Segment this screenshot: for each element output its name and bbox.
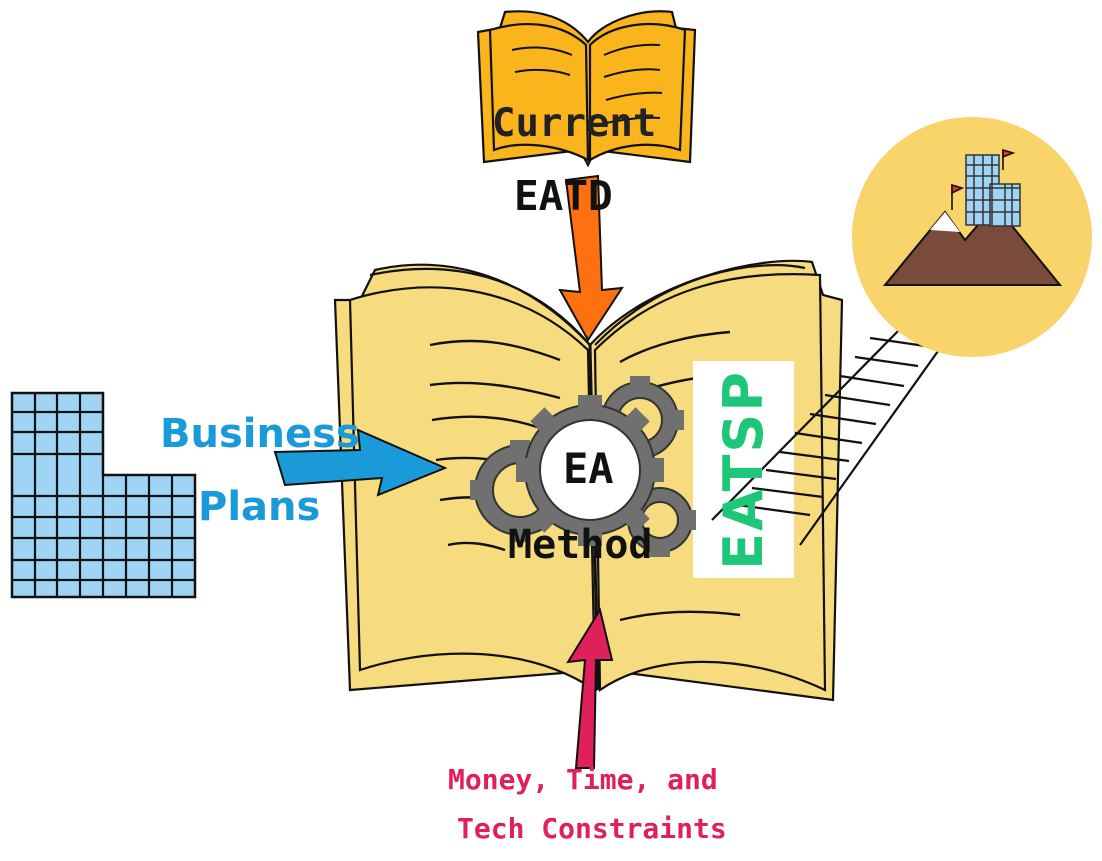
- flag-icon: [951, 148, 1016, 210]
- constraints-label-line1: Money, Time, and: [448, 763, 718, 796]
- arrow-business-plans: [273, 428, 448, 497]
- plans-label: Plans: [198, 484, 321, 530]
- arrow-current-eatd: [558, 174, 624, 342]
- building-icon: [965, 154, 1021, 227]
- current-label: Current: [492, 101, 657, 146]
- method-label: Method: [508, 522, 653, 568]
- eatd-label: EATD: [514, 172, 613, 220]
- constraints-label-line2: Tech Constraints: [457, 812, 727, 845]
- closed-book-icon: [476, 10, 697, 168]
- building-icon: [10, 391, 197, 599]
- ea-label: EA: [563, 444, 614, 493]
- business-label: Business: [160, 411, 360, 457]
- mountain-goal-icon: [852, 117, 1092, 357]
- eatsp-label-box: [693, 361, 794, 578]
- arrow-constraints: [566, 607, 614, 769]
- gear-icon: [470, 376, 696, 557]
- eatsp-label: EATSP: [712, 370, 775, 570]
